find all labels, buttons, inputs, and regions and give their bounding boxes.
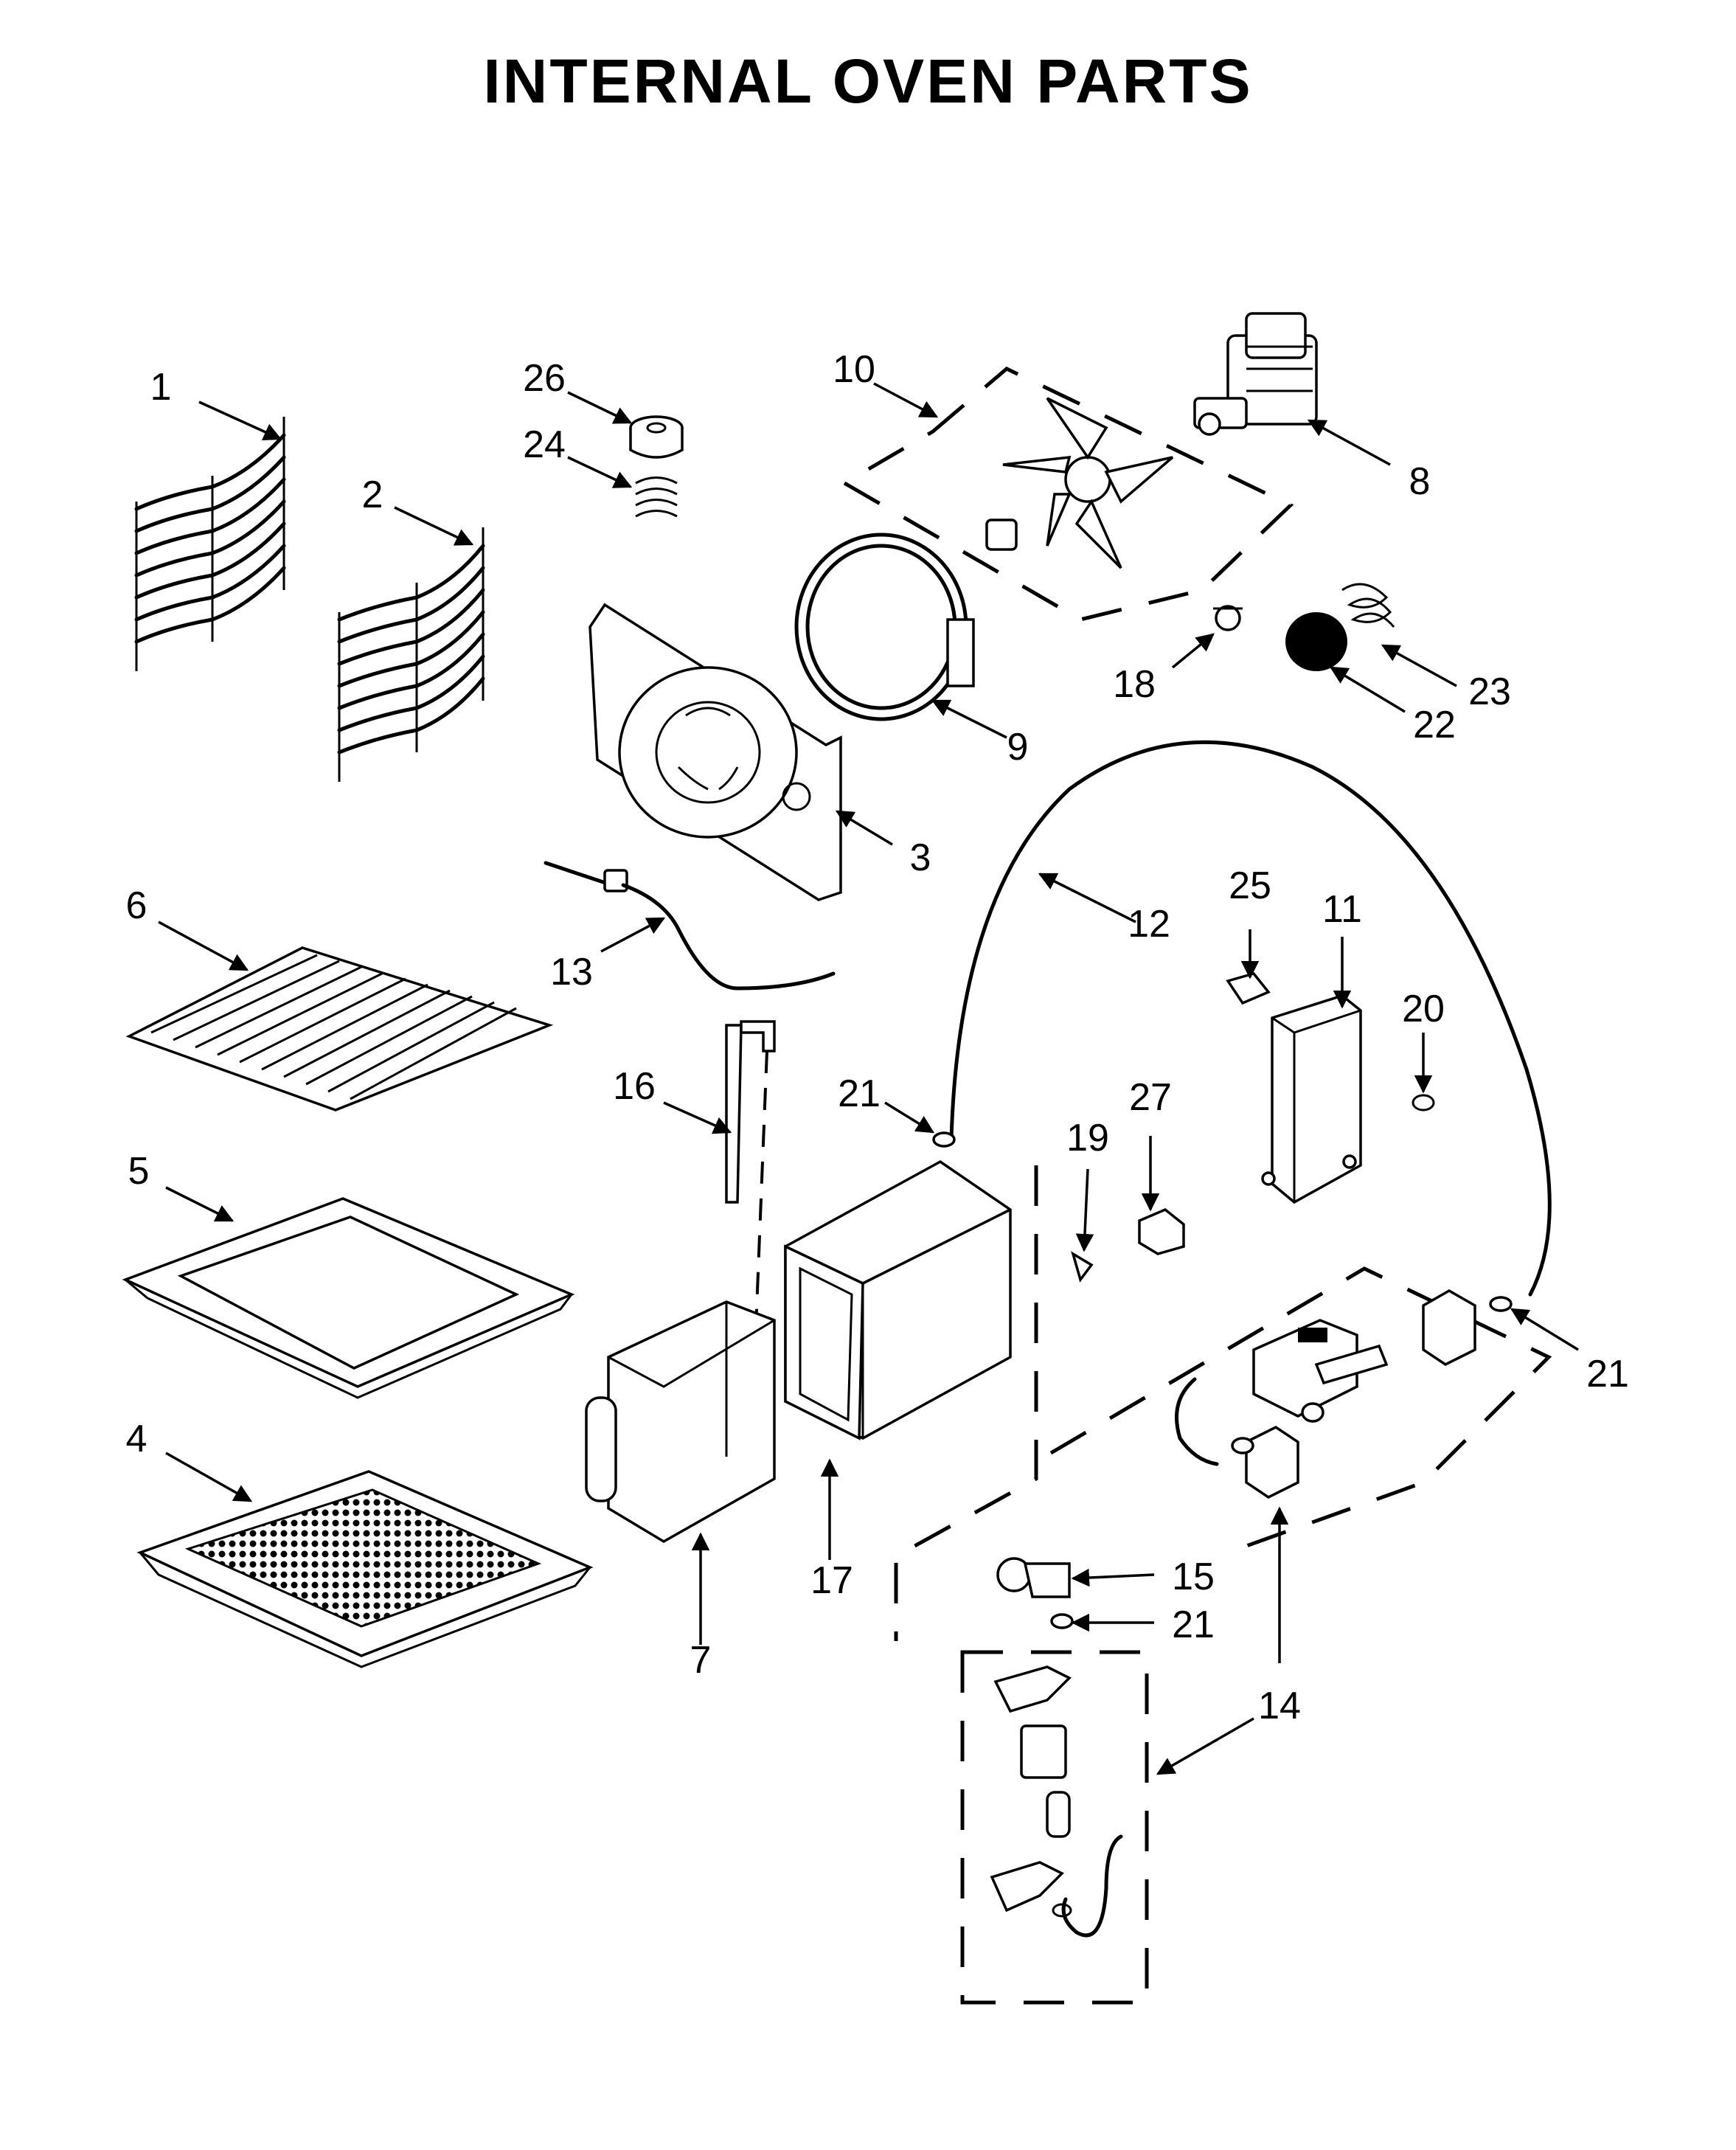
callout-22: 22	[1413, 704, 1456, 746]
fitting-25	[1226, 971, 1271, 1005]
clamp-21-elbow	[1050, 1613, 1074, 1629]
water-tank	[784, 1159, 1012, 1440]
callout-9: 9	[1007, 726, 1029, 769]
callout-3: 3	[910, 836, 931, 879]
spring-23	[1341, 583, 1395, 628]
callout-1: 1	[150, 366, 172, 409]
switch-27	[1138, 1207, 1185, 1255]
leader-lines	[158, 382, 1579, 1775]
valve-kit-lower	[960, 1650, 1149, 2005]
callout-19: 19	[1066, 1117, 1109, 1159]
callout-23: 23	[1468, 670, 1511, 713]
callout-7: 7	[690, 1639, 712, 1682]
callout-15: 15	[1172, 1556, 1215, 1598]
level-rod	[725, 1020, 776, 1328]
convection-fan-kit	[841, 367, 1294, 622]
clamp-21-tube	[1489, 1296, 1513, 1312]
convection-element	[794, 533, 975, 721]
callout-17: 17	[810, 1559, 853, 1602]
fan-baffle	[588, 603, 842, 901]
callout-6: 6	[126, 884, 147, 927]
fan-motor	[1193, 312, 1318, 436]
perforated-pan	[136, 1470, 594, 1668]
callout-11: 11	[1322, 888, 1362, 931]
water-tube	[949, 740, 1552, 1297]
side-rack-left	[134, 417, 286, 671]
generator-11	[1261, 994, 1362, 1204]
water-reservoir	[585, 1300, 776, 1544]
callout-8: 8	[1409, 460, 1431, 503]
callout-labels: 1 2 26 24 10 8 18 23 22 9 3 6 13 12 25 1…	[126, 348, 1629, 1727]
gasket-22	[1285, 612, 1347, 671]
callout-5: 5	[128, 1150, 150, 1193]
broil-pan	[122, 1197, 575, 1399]
callout-21-top: 21	[838, 1072, 881, 1115]
spring-24	[635, 476, 678, 518]
side-rack-right	[337, 527, 485, 782]
callout-26: 26	[523, 357, 566, 400]
elbow-15	[996, 1557, 1071, 1598]
callout-10: 10	[833, 348, 875, 391]
clamp-21-tank	[932, 1131, 956, 1148]
spacer-26	[629, 415, 684, 459]
callout-21-bottom: 21	[1172, 1603, 1215, 1646]
callout-12: 12	[1128, 903, 1170, 946]
callout-24: 24	[523, 423, 566, 466]
callout-25: 25	[1229, 864, 1271, 907]
callout-16: 16	[613, 1065, 656, 1108]
callout-14: 14	[1258, 1685, 1301, 1727]
temperature-sensor	[544, 861, 836, 991]
diagram-title: INTERNAL OVEN PARTS	[483, 46, 1253, 116]
valve-kit	[894, 1165, 1552, 1641]
o-ring-20	[1412, 1094, 1435, 1112]
screw-19	[1071, 1251, 1094, 1283]
callout-13: 13	[550, 951, 593, 993]
callout-20: 20	[1402, 988, 1445, 1030]
callout-27: 27	[1129, 1076, 1172, 1119]
thermostat-18	[1213, 605, 1243, 631]
callout-4: 4	[126, 1418, 147, 1460]
callout-2: 2	[362, 474, 383, 516]
callout-18: 18	[1113, 663, 1156, 706]
callout-21-right: 21	[1586, 1353, 1629, 1395]
oven-rack	[125, 946, 554, 1112]
